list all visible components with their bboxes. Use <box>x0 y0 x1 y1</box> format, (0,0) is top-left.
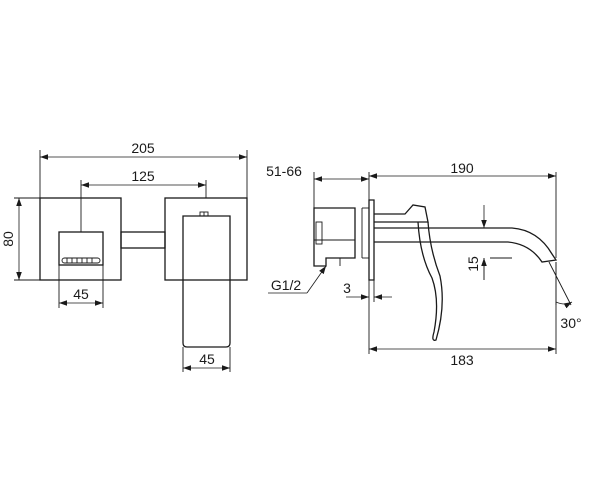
label-plate-gap: 3 <box>343 280 351 296</box>
label-spout-length: 190 <box>450 160 474 176</box>
label-thread: G1/2 <box>271 277 302 293</box>
lever-handle <box>182 215 231 348</box>
front-view: 205 125 80 45 45 <box>0 140 248 372</box>
handle-body <box>374 204 429 223</box>
dim-angle <box>555 301 573 309</box>
wall-plate <box>368 199 375 281</box>
thread-leader <box>306 265 327 294</box>
label-center-distance: 125 <box>131 168 155 184</box>
label-lever: 45 <box>199 351 215 367</box>
valve-window <box>58 231 104 266</box>
side-lever <box>417 221 443 341</box>
label-wall-depth: 51-66 <box>266 163 302 179</box>
connector-bar <box>120 231 166 249</box>
label-reach: 183 <box>450 352 474 368</box>
label-spout-drop: 15 <box>465 256 481 272</box>
concealed-body <box>313 207 356 267</box>
left-plate <box>39 197 122 281</box>
label-overall-width: 205 <box>131 140 155 156</box>
right-plate <box>164 197 248 281</box>
spout <box>374 227 558 263</box>
label-height: 80 <box>0 231 16 247</box>
valve-slot <box>61 257 101 264</box>
label-angle: 30° <box>560 315 581 331</box>
label-left-plate: 45 <box>73 286 89 302</box>
side-view: 51-66 190 15 G1/2 3 183 30° <box>266 160 581 368</box>
